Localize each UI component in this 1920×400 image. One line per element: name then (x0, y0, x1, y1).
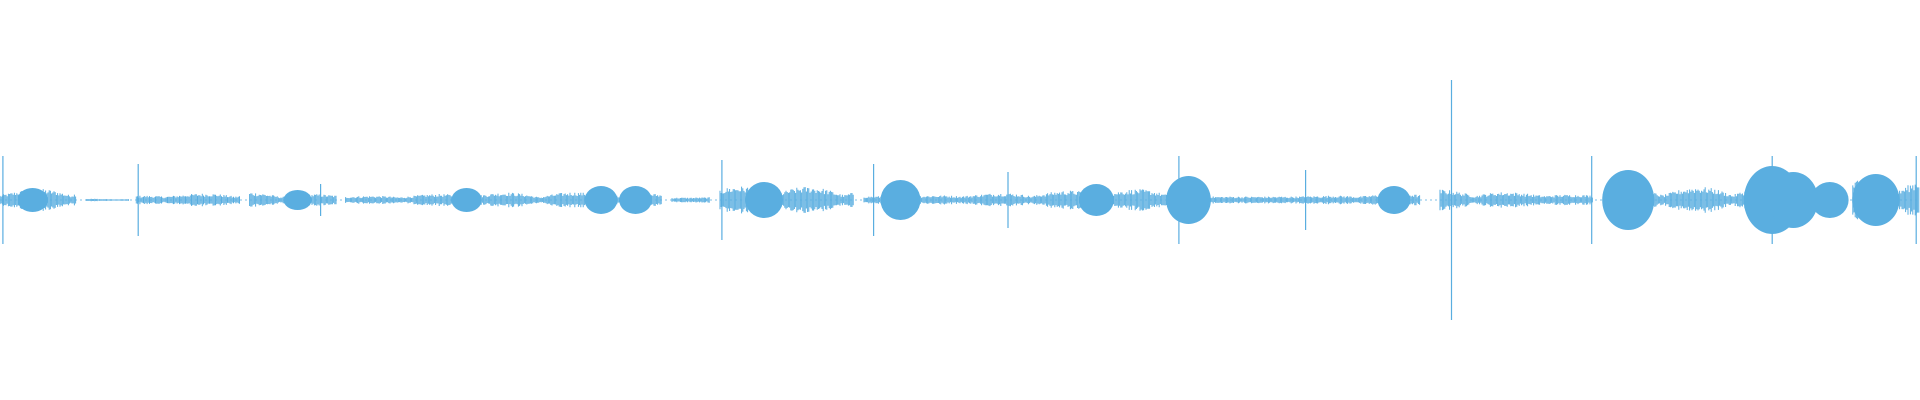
waveform-burst (1602, 170, 1655, 230)
waveform-burst (451, 188, 482, 212)
waveform-burst (619, 186, 652, 214)
waveform-burst (1811, 182, 1849, 218)
waveform-burst (1078, 184, 1114, 216)
waveform-burst (880, 180, 921, 220)
waveform-burst (584, 186, 618, 214)
waveform-burst (745, 182, 783, 218)
waveform-burst (17, 188, 48, 212)
waveform-burst (1166, 176, 1211, 224)
waveform-burst (283, 190, 312, 210)
waveform-burst (1852, 174, 1900, 226)
waveform-burst (1768, 172, 1819, 228)
waveform-samples (0, 80, 1920, 320)
waveform-burst (1377, 186, 1411, 214)
